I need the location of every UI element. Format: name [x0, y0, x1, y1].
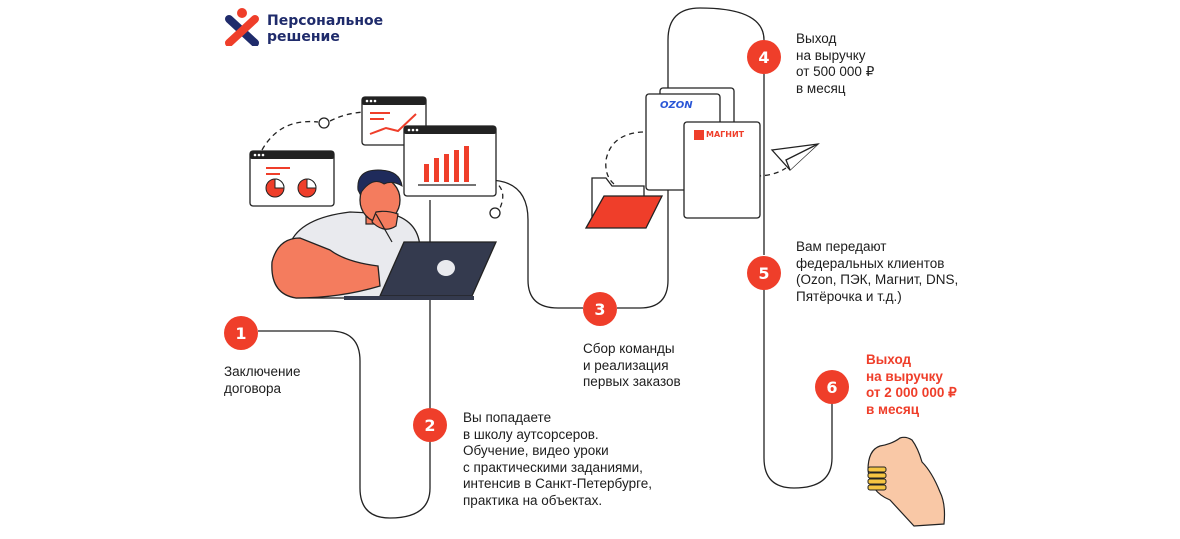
- step-6-text: Выход на выручку от 2 000 000 ₽ в месяц: [866, 352, 957, 417]
- step-6-badge: 6: [815, 370, 849, 404]
- ozon-label: OZON: [660, 100, 693, 111]
- step-3-badge: 3: [583, 292, 617, 326]
- step-4-text: Выход на выручку от 500 000 ₽ в месяц: [796, 31, 875, 96]
- coin-hand-icon: [867, 436, 946, 527]
- laptop-icon: [344, 241, 498, 300]
- step-1-badge: 1: [224, 316, 258, 350]
- paper-plane-icon: [770, 143, 820, 171]
- magnit-label: МАГНИТ: [706, 130, 745, 139]
- logo-icon: [225, 8, 259, 46]
- step-2-text: Вы попадаете в школу аутсорсеров. Обучен…: [463, 410, 652, 508]
- step-2-badge: 2: [413, 408, 447, 442]
- brand-name: Персональное решение: [267, 13, 384, 45]
- magnit-document: [683, 121, 761, 219]
- bar-chart-window: [403, 125, 497, 197]
- step-5-text: Вам передают федеральных клиентов (Ozon,…: [796, 239, 959, 304]
- step-3-text: Сбор команды и реализация первых заказов: [583, 341, 681, 389]
- step-1-text: Заключение договора: [224, 364, 301, 396]
- person-illustration: [271, 169, 421, 299]
- step-5-badge: 5: [747, 256, 781, 290]
- folder-icon: [584, 177, 664, 229]
- step-4-badge: 4: [747, 40, 781, 74]
- pie-chart-window: [249, 150, 335, 207]
